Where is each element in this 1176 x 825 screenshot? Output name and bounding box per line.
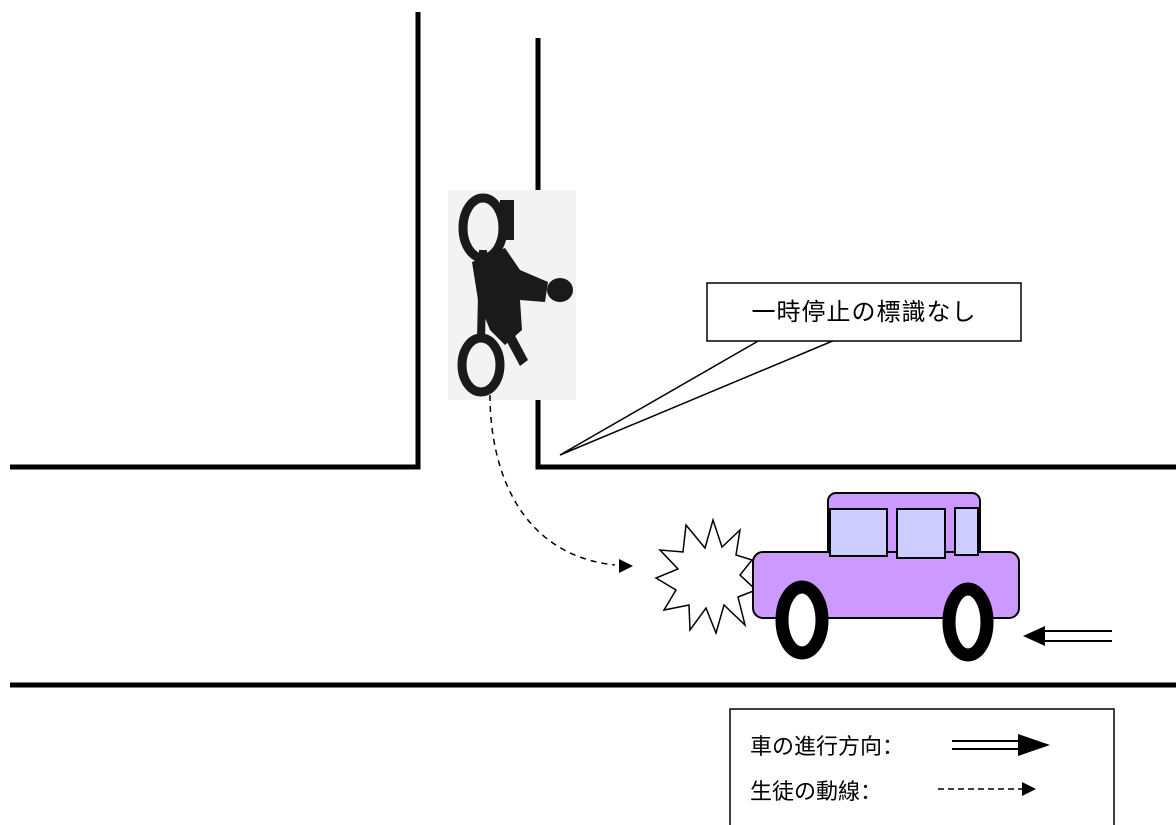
legend-car-direction-label: 車の進行方向： bbox=[750, 735, 905, 760]
legend-student-path-label: 生徒の動線： bbox=[750, 780, 883, 805]
bicycle-icon bbox=[448, 190, 576, 400]
student-path-dashed-arrow bbox=[489, 394, 616, 566]
car-direction-arrow bbox=[1023, 626, 1112, 646]
legend-student-arrow-icon bbox=[938, 782, 1036, 796]
collision-burst-icon bbox=[654, 517, 758, 636]
callout-pointer bbox=[559, 339, 836, 456]
road-left-corner bbox=[10, 12, 421, 470]
road-right-corner bbox=[535, 38, 1176, 470]
callout-text: 一時停止の標識なし bbox=[751, 298, 977, 326]
legend-car-arrow-icon bbox=[952, 734, 1050, 756]
student-path-arrowhead bbox=[619, 559, 633, 573]
car-icon bbox=[752, 492, 1020, 662]
callout-box bbox=[706, 282, 1022, 342]
road-lines bbox=[10, 12, 1176, 688]
legend-box bbox=[729, 708, 1115, 825]
